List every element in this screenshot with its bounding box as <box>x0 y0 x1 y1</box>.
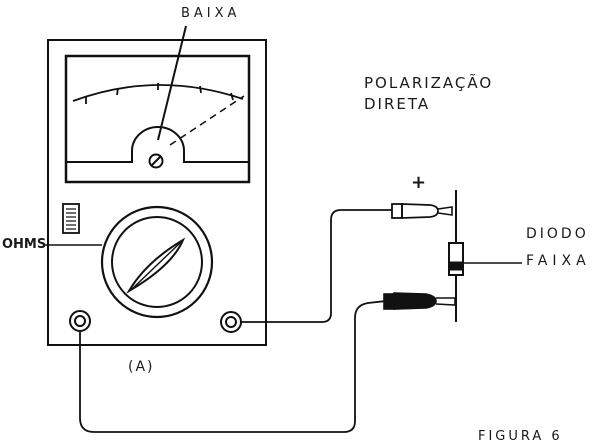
probe-positive[interactable] <box>391 203 453 219</box>
meter-needle-deflected <box>169 95 245 146</box>
zero-adjust-slot <box>151 156 161 166</box>
zero-adjust-screw[interactable] <box>148 153 164 169</box>
figure-caption: FIGURA 6 <box>478 429 563 444</box>
baixa-label: BAIXA <box>181 6 241 21</box>
diode-label: DIODO <box>526 226 589 242</box>
selector-dial-inner <box>111 216 203 308</box>
positive-sign-label: + <box>411 172 427 193</box>
meter-scale-ticks <box>85 83 234 104</box>
selector-knob-center-line <box>132 242 181 289</box>
range-switch-lines <box>66 208 76 230</box>
multimeter-body <box>47 39 267 346</box>
meter-needle <box>157 25 187 141</box>
wire-negative <box>79 300 387 433</box>
selector-knob-pointer <box>126 237 186 294</box>
polarization-title-line2: DIRETA <box>364 95 431 113</box>
range-switch[interactable] <box>62 203 80 234</box>
polarization-title-line1: POLARIZAÇÃO <box>364 74 494 92</box>
terminal-right-outer[interactable] <box>220 311 242 333</box>
zero-adjust-housing <box>66 126 249 163</box>
terminal-left-inner <box>74 315 86 327</box>
wire-positive <box>241 209 392 323</box>
selector-dial-outer[interactable] <box>100 205 214 319</box>
diode <box>448 190 464 322</box>
band-label: FAIXA <box>526 253 591 269</box>
terminal-left-outer[interactable] <box>69 310 91 332</box>
terminal-right-inner <box>225 316 237 328</box>
meter-face <box>64 54 251 184</box>
probe-negative[interactable] <box>383 292 456 310</box>
panel-id-label: (A) <box>128 359 155 375</box>
ohms-label: OHMS <box>2 237 47 252</box>
